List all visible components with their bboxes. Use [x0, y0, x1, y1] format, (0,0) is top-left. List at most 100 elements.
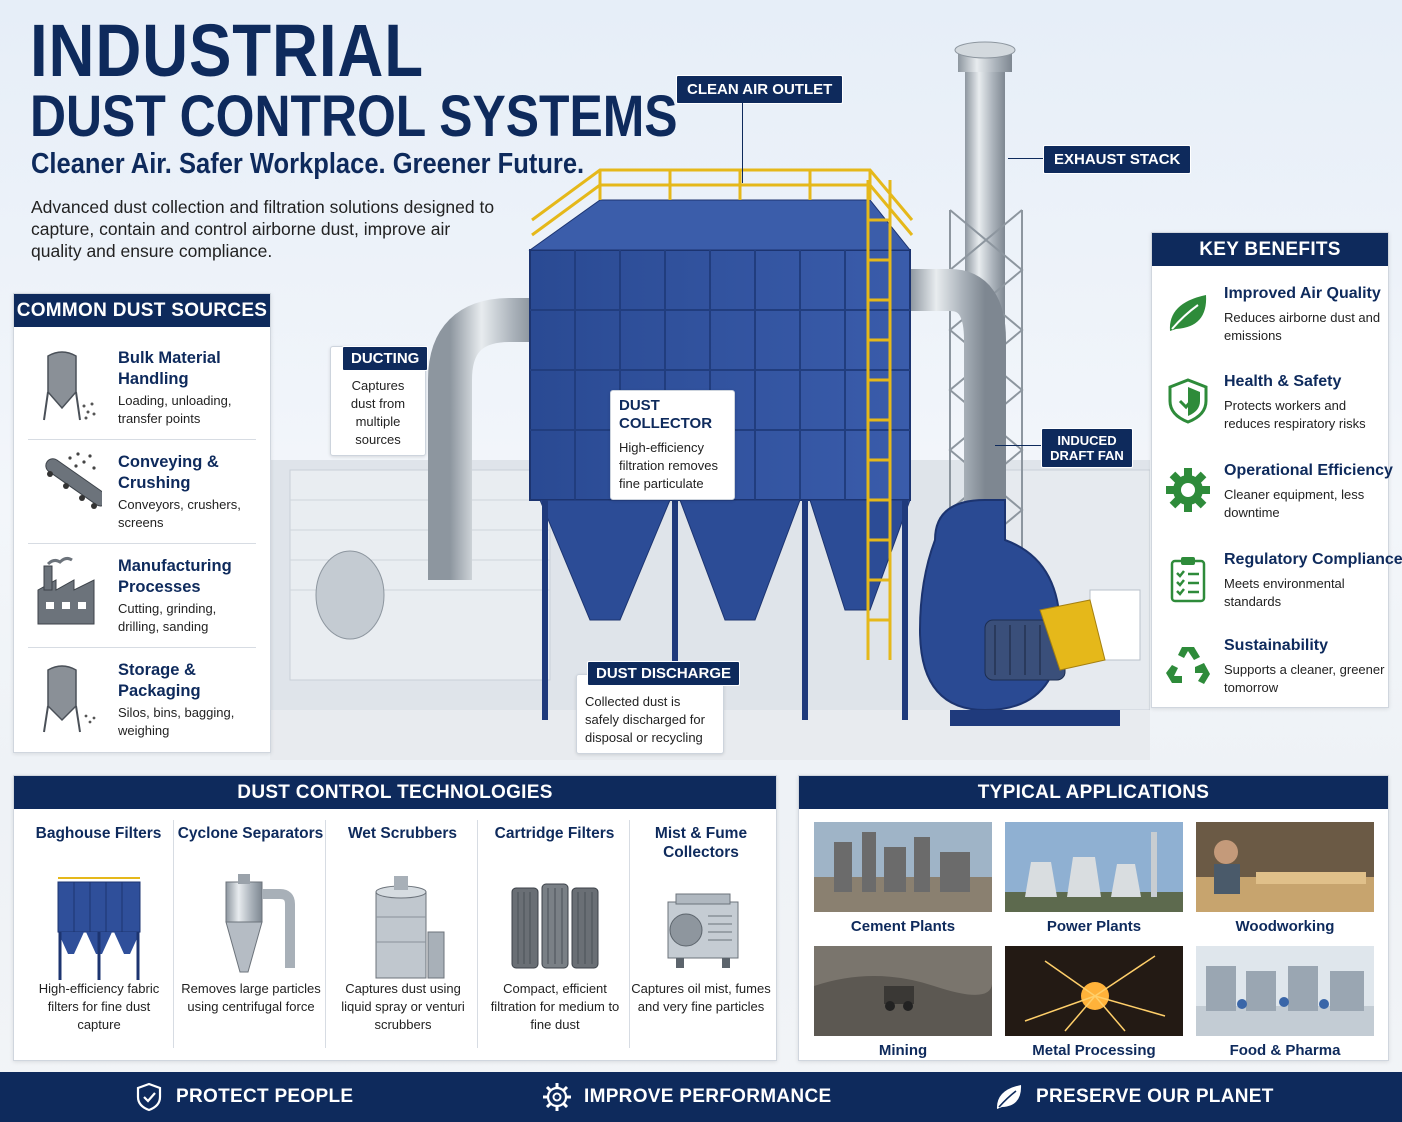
gear-icon	[1166, 468, 1210, 512]
tagline: Cleaner Air. Safer Workplace. Greener Fu…	[31, 148, 585, 180]
technologies-heading: DUST CONTROL TECHNOLOGIES	[14, 776, 776, 809]
clean-air-outlet-leader	[742, 103, 743, 183]
footer-label: PROTECT PEOPLE	[176, 1086, 354, 1107]
source-desc: Loading, unloading, transfer points	[118, 393, 232, 426]
shield-check-icon	[136, 1082, 162, 1112]
dust-collector-illustration	[270, 20, 1151, 760]
tech-title: Mist & Fume Collectors	[654, 825, 748, 861]
app-cement-plants: Cement Plants	[814, 822, 992, 935]
source-title: Storage & Packaging	[118, 661, 201, 700]
silo-icon	[43, 351, 96, 421]
footer-bar: PROTECT PEOPLE IMPROVE PERFORMANCE PRESE…	[0, 1072, 1402, 1122]
tech-cartridge: Cartridge Filters Compact, efficient fil…	[480, 820, 630, 1048]
wet-scrubber-image	[375, 876, 445, 979]
tech-title: Cyclone Separators	[177, 825, 324, 842]
intro-text: Advanced dust collection and filtration …	[31, 197, 495, 261]
source-desc: Silos, bins, bagging, weighing	[118, 705, 235, 738]
benefits-heading: KEY BENEFITS	[1152, 233, 1388, 266]
source-item-conveying: Conveying & Crushing Conveyors, crushers…	[28, 442, 256, 544]
baghouse-filter-image	[57, 877, 141, 980]
benefit-title: Sustainability	[1224, 637, 1329, 654]
tech-baghouse: Baghouse Filters High-efficiency fabric …	[24, 820, 174, 1048]
ducting-desc: Captures dust from multiple sources	[350, 378, 406, 447]
tech-cyclone: Cyclone Separators Removes large particl…	[176, 820, 326, 1048]
recycle-icon	[1166, 647, 1210, 684]
woodworking-photo	[1196, 822, 1374, 912]
tech-desc: Captures dust using liquid spray or vent…	[341, 981, 465, 1032]
dust-collector-callout: DUST COLLECTOR High-efficiency filtratio…	[610, 390, 735, 500]
dust-collector-title: DUST COLLECTOR	[619, 397, 713, 432]
footer-protect-people: PROTECT PEOPLE	[134, 1072, 353, 1122]
tech-mist-fume: Mist & Fume Collectors Captures oil mist…	[626, 820, 776, 1048]
cyclone-separator-image	[225, 874, 295, 973]
fan-leader	[995, 445, 1041, 446]
page-title-line2: DUST CONTROL SYSTEMS	[30, 84, 678, 149]
footer-label: PRESERVE OUR PLANET	[1036, 1086, 1274, 1107]
dust-discharge-callout: Collected dust is safely discharged for …	[576, 674, 724, 754]
exhaust-stack-tag: EXHAUST STACK	[1043, 145, 1192, 174]
factory-icon	[37, 556, 95, 625]
benefit-title: Operational Efficiency	[1224, 462, 1393, 479]
tech-desc: Compact, efficient filtration for medium…	[490, 981, 620, 1032]
dust-collector-desc: High-efficiency filtration removes fine …	[619, 440, 718, 491]
tech-desc: Captures oil mist, fumes and very fine p…	[631, 981, 771, 1014]
benefit-desc: Reduces airborne dust and emissions	[1224, 310, 1381, 343]
benefit-desc: Meets environmental standards	[1224, 576, 1345, 609]
app-label: Mining	[878, 1042, 928, 1059]
benefit-sustainability: Sustainability Supports a cleaner, green…	[1164, 637, 1388, 723]
footer-label: IMPROVE PERFORMANCE	[584, 1086, 832, 1107]
shield-icon	[1168, 378, 1208, 424]
source-desc: Conveyors, crushers, screens	[118, 497, 241, 530]
leaf-icon	[1169, 295, 1207, 331]
source-title: Conveying & Crushing	[118, 453, 219, 492]
app-mining: Mining	[814, 946, 992, 1059]
gear-icon	[543, 1083, 571, 1111]
tech-desc: High-efficiency fabric filters for fine …	[38, 981, 160, 1032]
exhaust-stack-leader	[1008, 158, 1043, 159]
tech-title: Wet Scrubbers	[347, 825, 458, 842]
power-plant-photo	[1005, 822, 1183, 912]
app-label: Woodworking	[1235, 918, 1335, 935]
key-benefits-panel: KEY BENEFITS Improved Air Quality Reduce…	[1151, 232, 1402, 708]
tech-desc: Removes large particles using centrifuga…	[181, 981, 321, 1014]
sources-heading: COMMON DUST SOURCES	[14, 294, 270, 327]
app-label: Metal Processing	[1032, 1042, 1156, 1059]
tech-wet-scrubber: Wet Scrubbers Captures dust using liquid…	[328, 820, 478, 1048]
tech-title: Cartridge Filters	[494, 825, 615, 842]
dust-discharge-tag: DUST DISCHARGE	[587, 661, 741, 686]
typical-applications-panel: TYPICAL APPLICATIONS Cement Plants Power…	[798, 775, 1389, 1061]
dust-control-technologies-panel: DUST CONTROL TECHNOLOGIES Baghouse Filte…	[13, 775, 777, 1061]
conveyor-icon	[45, 452, 102, 509]
benefit-title: Health & Safety	[1224, 373, 1342, 390]
benefit-desc: Protects workers and reduces respiratory…	[1224, 398, 1366, 431]
app-power-plants: Power Plants	[1005, 822, 1183, 935]
app-label: Power Plants	[1046, 918, 1142, 935]
source-desc: Cutting, grinding, drilling, sanding	[118, 601, 217, 634]
mining-photo	[814, 946, 992, 1036]
common-dust-sources-panel: COMMON DUST SOURCES Bulk Material Handli…	[13, 293, 271, 753]
benefit-efficiency: Operational Efficiency Cleaner equipment…	[1164, 462, 1393, 548]
app-label: Cement Plants	[850, 918, 956, 935]
metal-processing-photo	[1005, 946, 1183, 1036]
dust-discharge-desc: Collected dust is safely discharged for …	[585, 694, 705, 745]
benefit-title: Regulatory Compliance	[1224, 551, 1402, 568]
source-item-storage: Storage & Packaging Silos, bins, bagging…	[28, 650, 256, 752]
benefit-air-quality: Improved Air Quality Reduces airborne du…	[1164, 285, 1388, 371]
cement-plant-photo	[814, 822, 992, 912]
mist-fume-collector-image	[667, 893, 739, 968]
app-food-pharma: Food & Pharma	[1196, 946, 1374, 1059]
benefit-compliance: Regulatory Compliance Meets environmenta…	[1164, 551, 1402, 637]
induced-draft-fan-tag: INDUCED DRAFT FAN	[1041, 428, 1133, 468]
app-label: Food & Pharma	[1229, 1042, 1341, 1059]
ducting-tag: DUCTING	[342, 346, 429, 371]
benefit-title: Improved Air Quality	[1224, 285, 1381, 302]
source-item-bulk-material: Bulk Material Handling Loading, unloadin…	[28, 338, 256, 440]
leaf-icon	[996, 1085, 1022, 1109]
benefit-desc: Supports a cleaner, greener tomorrow	[1224, 662, 1385, 695]
app-metal-processing: Metal Processing	[1005, 946, 1183, 1059]
source-item-manufacturing: Manufacturing Processes Cutting, grindin…	[28, 546, 256, 648]
page-title-line1: INDUSTRIAL	[30, 9, 424, 92]
benefit-desc: Cleaner equipment, less downtime	[1224, 487, 1365, 520]
clean-air-outlet-tag: CLEAN AIR OUTLET	[676, 75, 844, 104]
storage-silo-icon	[43, 665, 96, 733]
